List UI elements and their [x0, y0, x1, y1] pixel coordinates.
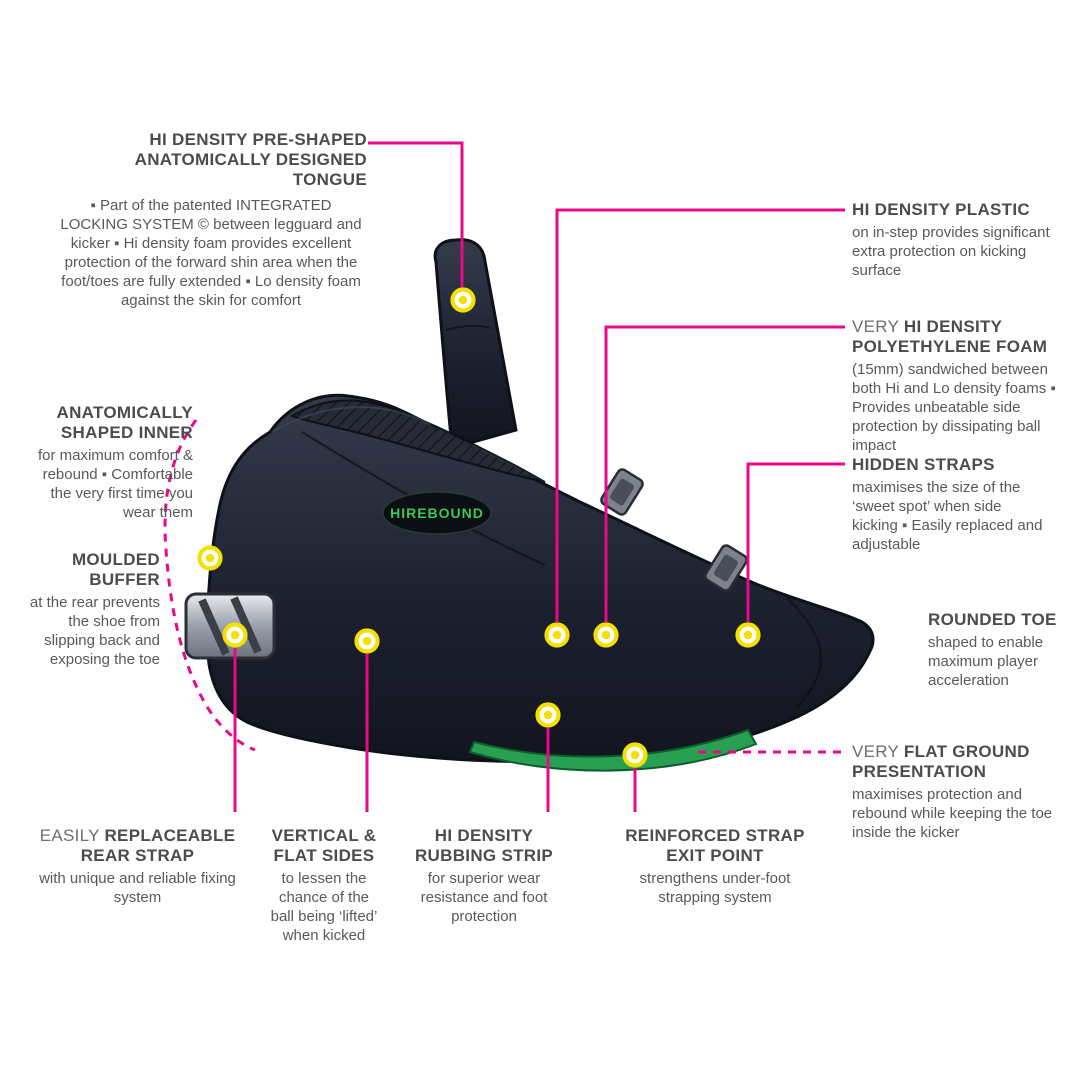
callout-plastic-body: on in-step provides significant extra pr…: [852, 224, 1050, 280]
callout-hi-density-plastic: HI DENSITY PLASTIC on in-step provides s…: [852, 200, 1072, 280]
tongue-shape: [433, 238, 518, 450]
callout-polyethylene-foam: VERY HI DENSITY POLYETHYLENE FOAM (15mm)…: [852, 317, 1067, 455]
callout-rear-title: EASILY REPLACEABLE REAR STRAP: [39, 826, 236, 866]
sole-strip: [468, 728, 758, 772]
callout-hidden-straps: HIDDEN STRAPS maximises the size of the …: [852, 455, 1047, 554]
callout-toe-title: ROUNDED TOE: [928, 610, 1057, 629]
callout-exit-title: REINFORCED STRAP EXIT POINT: [625, 826, 805, 866]
callout-tongue-body: ▪ Part of the patented INTEGRATED LOCKIN…: [60, 197, 362, 310]
callout-foam-title: VERY HI DENSITY POLYETHYLENE FOAM: [852, 317, 1048, 357]
callout-rubbing-strip: HI DENSITY RUBBING STRIP for superior we…: [400, 826, 568, 926]
connector-foam: [604, 325, 845, 622]
strap-clip: [704, 544, 748, 592]
marker-tongue: [450, 287, 476, 313]
callout-moulded-buffer: MOULDED BUFFER at the rear prevents the …: [20, 550, 160, 669]
callout-buffer-title: MOULDED BUFFER: [71, 550, 160, 590]
svg-text:HIREBOUND: HIREBOUND: [390, 505, 484, 521]
callout-plastic-title: HI DENSITY PLASTIC: [852, 200, 1030, 219]
callout-rub-body: for superior wear resistance and foot pr…: [420, 870, 548, 926]
callout-ground-body: maximises protection and rebound while k…: [852, 786, 1053, 842]
markers: [197, 287, 761, 768]
connector-plastic: [555, 208, 845, 622]
callout-toe-body: shaped to enable maximum player accelera…: [928, 634, 1044, 690]
callout-flat-ground: VERY FLAT GROUND PRESENTATION maximises …: [852, 742, 1057, 842]
callout-hidden-title: HIDDEN STRAPS: [852, 455, 995, 474]
marker-foam: [593, 622, 619, 648]
connector-tongue: [368, 141, 464, 287]
callout-shaped-inner: ANATOMICALLY SHAPED INNER for maximum co…: [18, 403, 193, 522]
callout-exit-body: strengthens under-foot strapping system: [639, 870, 791, 907]
callout-foam-body: (15mm) sandwiched between both Hi and Lo…: [852, 361, 1056, 455]
mesh-texture: [289, 399, 546, 483]
callout-rear-body: with unique and reliable fixing system: [39, 870, 236, 907]
marker-buffer: [197, 545, 223, 571]
callout-ground-title: VERY FLAT GROUND PRESENTATION: [852, 742, 1030, 782]
callout-sides-body: to lessen the chance of the ball being ‘…: [270, 870, 378, 945]
callout-inner-body: for maximum comfort & rebound ▪ Comforta…: [37, 447, 193, 522]
connector-inner-dashed: [163, 419, 256, 752]
callout-tongue-title: HI DENSITY PRE-SHAPED ANATOMICALLY DESIG…: [134, 130, 367, 190]
marker-strap-exit: [622, 742, 648, 768]
callout-tongue: HI DENSITY PRE-SHAPED ANATOMICALLY DESIG…: [55, 130, 367, 310]
marker-flat-sides: [354, 628, 380, 654]
brand-logo: HIREBOUND: [382, 491, 492, 535]
connector-hidden-straps: [746, 462, 845, 622]
callout-hidden-body: maximises the size of the ‘sweet spot’ w…: [852, 479, 1043, 554]
strap-clip: [600, 468, 644, 516]
marker-rubbing-strip: [535, 702, 561, 728]
callout-inner-title: ANATOMICALLY SHAPED INNER: [56, 403, 193, 443]
callout-flat-sides: VERTICAL & FLAT SIDES to lessen the chan…: [268, 826, 380, 945]
callout-rub-title: HI DENSITY RUBBING STRIP: [414, 826, 553, 866]
callout-rounded-toe: ROUNDED TOE shaped to enable maximum pla…: [928, 610, 1076, 690]
callout-rear-strap: EASILY REPLACEABLE REAR STRAP with uniqu…: [35, 826, 240, 907]
callout-buffer-body: at the rear prevents the shoe from slipp…: [29, 594, 160, 669]
marker-hidden-straps: [735, 622, 761, 648]
callout-sides-title: VERTICAL & FLAT SIDES: [271, 826, 377, 866]
callout-strap-exit: REINFORCED STRAP EXIT POINT strengthens …: [620, 826, 810, 907]
marker-plastic: [544, 622, 570, 648]
marker-rear-strap: [222, 622, 248, 648]
